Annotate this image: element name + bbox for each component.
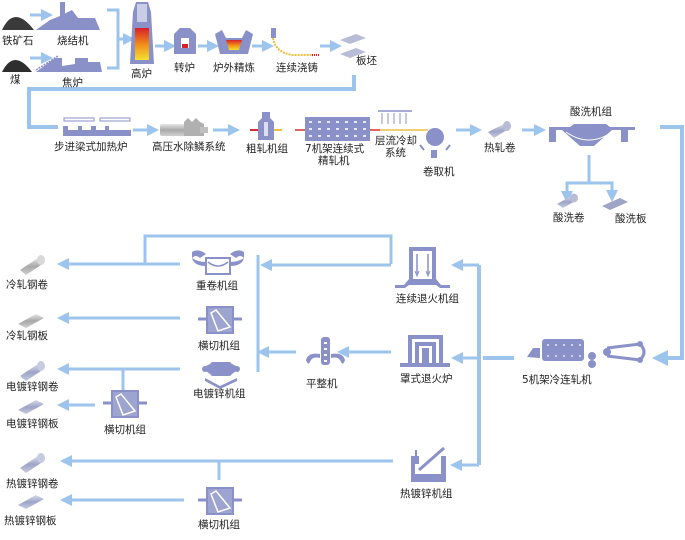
hot-rolled-coil-icon: [488, 121, 511, 138]
finishing-mill-icon: [295, 117, 380, 141]
temper-mill-icon: [306, 337, 345, 365]
cold-rolled-sheet-icon: [18, 314, 44, 328]
label-roughing-mill: 粗轧机组: [246, 143, 288, 155]
cold-tandem-mill-icon: [527, 339, 646, 368]
label-coal: 煤: [10, 74, 21, 86]
continuous-annealing-icon: [395, 247, 450, 288]
label-eg-coil: 电镀锌钢卷: [6, 381, 59, 393]
label-eg-sheet: 电镀锌钢板: [6, 418, 59, 430]
label-hot-dip-galvanizing: 热镀锌机组: [400, 488, 453, 500]
batch-annealing-icon: [400, 335, 450, 367]
eg-sheet-icon: [18, 400, 44, 414]
label-continuous-casting: 连续浇铸: [276, 62, 318, 74]
label-slab: 板坯: [356, 55, 377, 67]
electro-galvanizing-icon: [202, 362, 240, 389]
label-cold-rolled-coil: 冷轧钢卷: [6, 279, 48, 291]
label-cut-to-length-1: 横切机组: [198, 340, 240, 352]
label-hot-rolled-coil: 热轧卷: [484, 142, 516, 154]
label-coiler: 卷取机: [423, 166, 455, 178]
label-finishing-mill-2: 精轧机: [318, 155, 350, 167]
label-laminar-cooling-1: 层流冷却: [375, 135, 417, 147]
label-recoiling-line: 重卷机组: [196, 280, 238, 292]
label-continuous-annealing: 连续退火机组: [396, 293, 459, 305]
descaling-icon: [160, 118, 208, 136]
eg-coil-icon: [20, 361, 45, 381]
label-iron-ore: 铁矿石: [2, 35, 34, 47]
coal-icon: [2, 60, 32, 72]
label-walking-beam-furnace: 步进梁式加热炉: [54, 141, 128, 153]
recoiling-line-icon: [192, 250, 244, 275]
hot-dip-galvanizing-icon: [411, 446, 446, 482]
cold-rolled-coil-icon: [20, 255, 45, 275]
cut-to-length-3-icon: [198, 487, 242, 515]
laminar-cooling-icon: [378, 110, 428, 131]
label-laminar-cooling-2: 系统: [385, 147, 406, 159]
line-slab-to-furnace: [27, 75, 356, 129]
cut-to-length-1-icon: [198, 306, 242, 334]
label-blast-furnace: 高炉: [131, 68, 152, 80]
label-sinter: 烧结机: [57, 35, 89, 47]
flow-lines: [27, 8, 684, 506]
hdg-sheet-icon: [18, 495, 44, 509]
blast-furnace-icon: [130, 2, 154, 64]
ladle-refining-icon: [215, 30, 253, 54]
label-cut-to-length-2: 横切机组: [104, 424, 146, 436]
walking-beam-furnace-icon: [63, 117, 131, 136]
label-converter: 转炉: [174, 62, 195, 74]
label-hdg-sheet: 热镀锌钢板: [4, 515, 57, 527]
label-cold-tandem-mill: 5机架冷连轧机: [522, 374, 592, 386]
label-coke-oven: 焦炉: [62, 77, 83, 89]
label-electro-galvanizing: 电镀锌机组: [193, 388, 246, 400]
pickled-coil-icon: [557, 193, 578, 208]
converter-icon: [174, 28, 196, 54]
slab-icon: [340, 34, 366, 58]
label-cut-to-length-3: 横切机组: [198, 519, 240, 531]
label-hp-descaling: 高压水除鳞系统: [152, 141, 226, 153]
line-pickling-to-cold-mill: [652, 125, 684, 366]
label-finishing-mill-1: 7机架连续式: [305, 143, 365, 155]
label-secondary-refining: 炉外精炼: [213, 62, 255, 74]
label-temper-mill: 平整机: [306, 378, 338, 390]
label-pickling-line: 酸洗机组: [570, 106, 612, 118]
continuous-caster-icon: [271, 28, 320, 56]
coiler-icon: [419, 128, 451, 158]
iron-ore-icon: [2, 17, 34, 30]
pickled-sheet-icon: [602, 198, 628, 210]
cut-to-length-2-icon: [103, 390, 147, 418]
label-cold-rolled-sheet: 冷轧钢板: [6, 330, 48, 342]
line-top-bypass: [143, 234, 393, 264]
sinter-plant-icon: [36, 2, 100, 30]
roughing-mill-icon: [250, 112, 282, 140]
hdg-coil-icon: [20, 453, 45, 473]
bracket-to-blast-furnace: [107, 8, 120, 70]
coke-oven-icon: [35, 55, 102, 72]
pickling-line-icon: [549, 124, 635, 146]
label-pickled-sheet: 酸洗板: [615, 213, 647, 225]
label-batch-annealing: 罩式退火炉: [400, 373, 453, 385]
label-hdg-coil: 热镀锌钢卷: [6, 478, 59, 490]
label-pickled-coil: 酸洗卷: [553, 212, 585, 224]
